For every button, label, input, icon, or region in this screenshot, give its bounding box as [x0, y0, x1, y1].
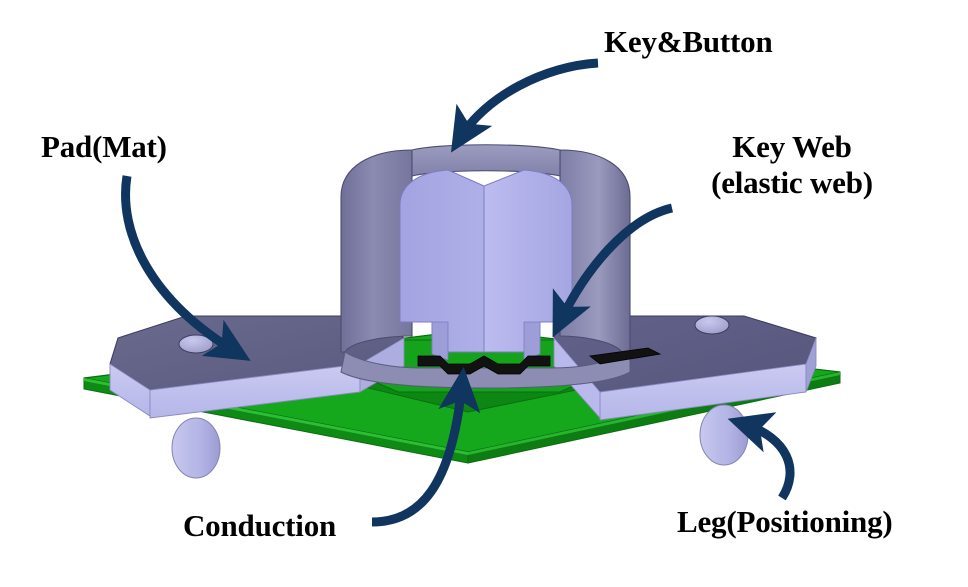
label-leg-positioning: Leg(Positioning): [677, 504, 893, 539]
label-key-web-line2: (elastic web): [711, 164, 873, 200]
key-cap-top: [411, 144, 561, 177]
key-skirt-band: [340, 351, 631, 389]
arrow-leg: [727, 412, 795, 501]
label-key-button: Key&Button: [604, 24, 773, 59]
pad-side-right-end: [805, 337, 817, 393]
positioning-leg: [699, 404, 749, 466]
conduction-contact-strip-right: [589, 347, 662, 365]
plunger-notch-left: [431, 321, 449, 361]
plunger-notch-right: [523, 321, 541, 361]
arrow-conduction: [371, 366, 481, 527]
label-key-web-line1: Key Web: [732, 129, 852, 164]
label-key-web: Key Web (elastic web): [676, 129, 908, 201]
positioning-leg-left: [171, 417, 221, 479]
mounting-hole-right: [694, 315, 730, 335]
callout-arrows: [121, 58, 795, 527]
arrow-key-button: [450, 58, 599, 153]
label-pad-mat: Pad(Mat): [41, 129, 167, 164]
arrow-key-web: [552, 203, 674, 338]
label-conduction: Conduction: [183, 508, 337, 543]
arrow-pad-mat: [121, 175, 251, 361]
